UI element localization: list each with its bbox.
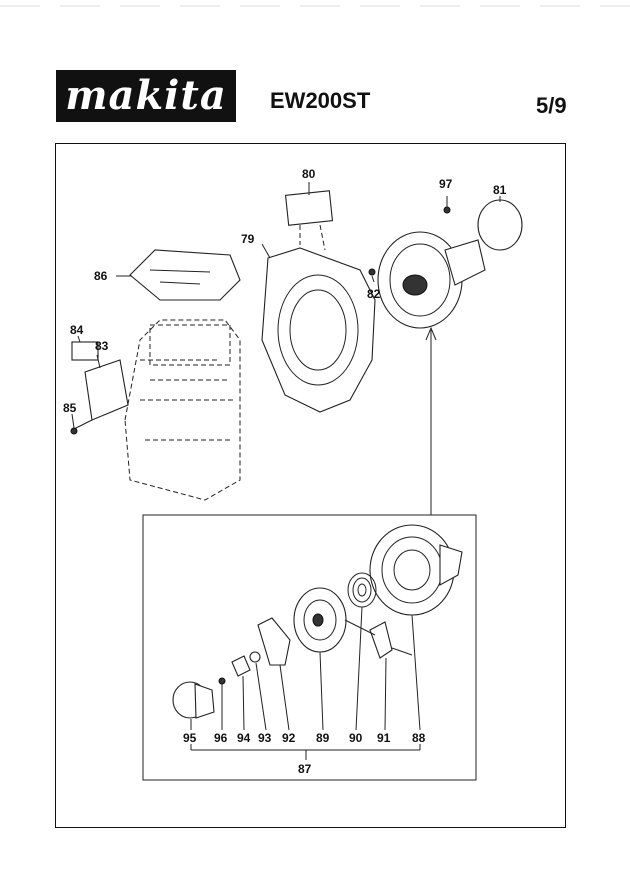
- part-82-screw: [368, 268, 376, 276]
- callout-92: 92: [282, 731, 296, 745]
- part-96-screw: [218, 677, 226, 685]
- callout-94: 94: [237, 731, 251, 745]
- callout-80: 80: [302, 167, 316, 181]
- part-93-spring: [249, 651, 261, 663]
- recoil-starter-top: [377, 231, 486, 329]
- callout-89: 89: [316, 731, 330, 745]
- callout-91: 91: [377, 731, 391, 745]
- part-85-bolt: [70, 427, 78, 435]
- part-91-handle: [369, 621, 393, 659]
- part-90-spring: [347, 572, 377, 608]
- part-92-plate: [257, 617, 291, 666]
- callout-81: 81: [493, 183, 507, 197]
- diagram-frame: [55, 143, 566, 828]
- callout-90: 90: [349, 731, 363, 745]
- inset-box: [142, 514, 477, 781]
- part-83-cover-plate: [84, 359, 129, 421]
- part-88-starter-case: [369, 524, 463, 616]
- part-80-label: [284, 190, 334, 226]
- makita-logo: makita: [56, 70, 236, 122]
- callout-87: 87: [298, 762, 312, 776]
- callout-83: 83: [95, 339, 109, 353]
- callout-95: 95: [183, 731, 197, 745]
- callout-96: 96: [214, 731, 228, 745]
- engine-block-outline: [124, 319, 241, 501]
- part-81-disc: [477, 199, 523, 251]
- callout-82: 82: [367, 287, 381, 301]
- callout-88: 88: [412, 731, 426, 745]
- page-number: 5/9: [536, 93, 567, 118]
- part-95-cap: [172, 681, 215, 719]
- part-89-pulley: [293, 587, 347, 653]
- part-97-bolt: [443, 206, 451, 214]
- part-86-bracket: [129, 249, 241, 301]
- part-94-pawl: [231, 655, 251, 677]
- part-79-fan-housing: [261, 247, 376, 413]
- callout-84: 84: [70, 323, 84, 337]
- callout-79: 79: [241, 232, 255, 246]
- part-84-sheet: [71, 341, 99, 361]
- model-number: EW200ST: [270, 88, 371, 113]
- callout-93: 93: [258, 731, 272, 745]
- callout-85: 85: [63, 401, 77, 415]
- callout-97: 97: [439, 177, 453, 191]
- callout-86: 86: [94, 269, 108, 283]
